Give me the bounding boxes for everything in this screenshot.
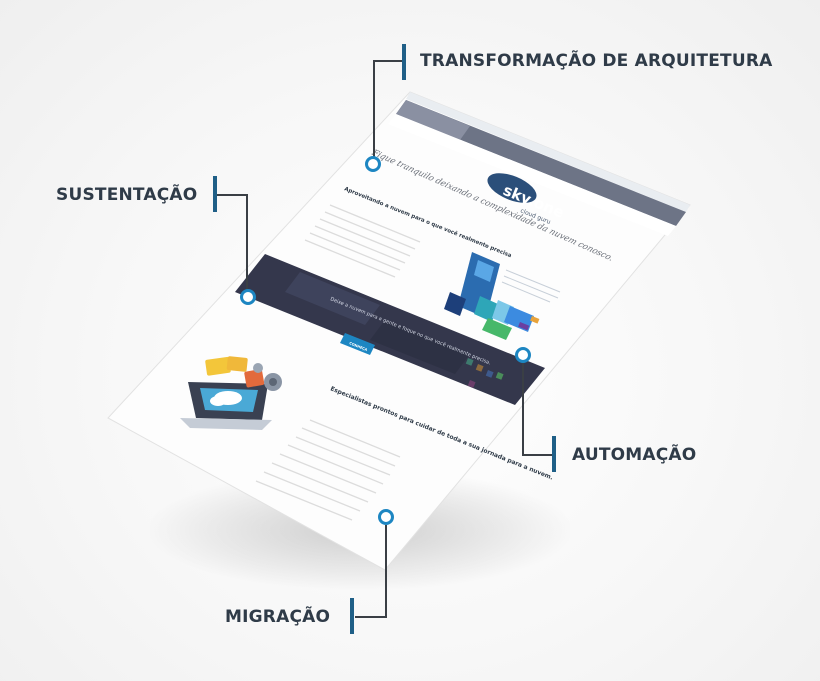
intro-paragraph (304, 204, 421, 278)
connector-transformacao-h (373, 60, 403, 62)
nav-row (388, 114, 676, 236)
label-bar-migracao (350, 598, 354, 634)
marker-transformacao (365, 156, 381, 172)
connector-transformacao-v (373, 60, 375, 160)
label-automacao: AUTOMAÇÃO (572, 445, 697, 465)
label-bar-transformacao (402, 44, 406, 80)
banner-tiles (465, 358, 504, 388)
experts-paragraph (255, 419, 401, 521)
architecture-diagram (444, 252, 561, 340)
label-bar-automacao (552, 436, 556, 472)
label-sustentacao: SUSTENTAÇÃO (56, 185, 198, 205)
connector-migracao-h (355, 616, 387, 618)
connector-migracao-v (385, 525, 387, 617)
connector-automacao-v (522, 363, 524, 455)
label-migracao: MIGRAÇÃO (225, 607, 331, 627)
label-bar-sustentacao (213, 176, 217, 212)
header-photo (396, 100, 470, 140)
marker-automacao (515, 347, 531, 363)
laptop-illustration (180, 356, 282, 430)
marker-sustentacao (240, 289, 256, 305)
label-transformacao: TRANSFORMAÇÃO DE ARQUITETURA (420, 51, 773, 71)
header-band (396, 100, 686, 226)
connector-sustentacao-h (217, 194, 247, 196)
svg-text:CONHEÇA: CONHEÇA (349, 341, 368, 352)
marker-migracao (378, 509, 394, 525)
connector-sustentacao-v (246, 194, 248, 290)
banner-button: CONHEÇA (340, 333, 375, 355)
connector-automacao-h (522, 454, 552, 456)
browser-bar (406, 92, 690, 212)
